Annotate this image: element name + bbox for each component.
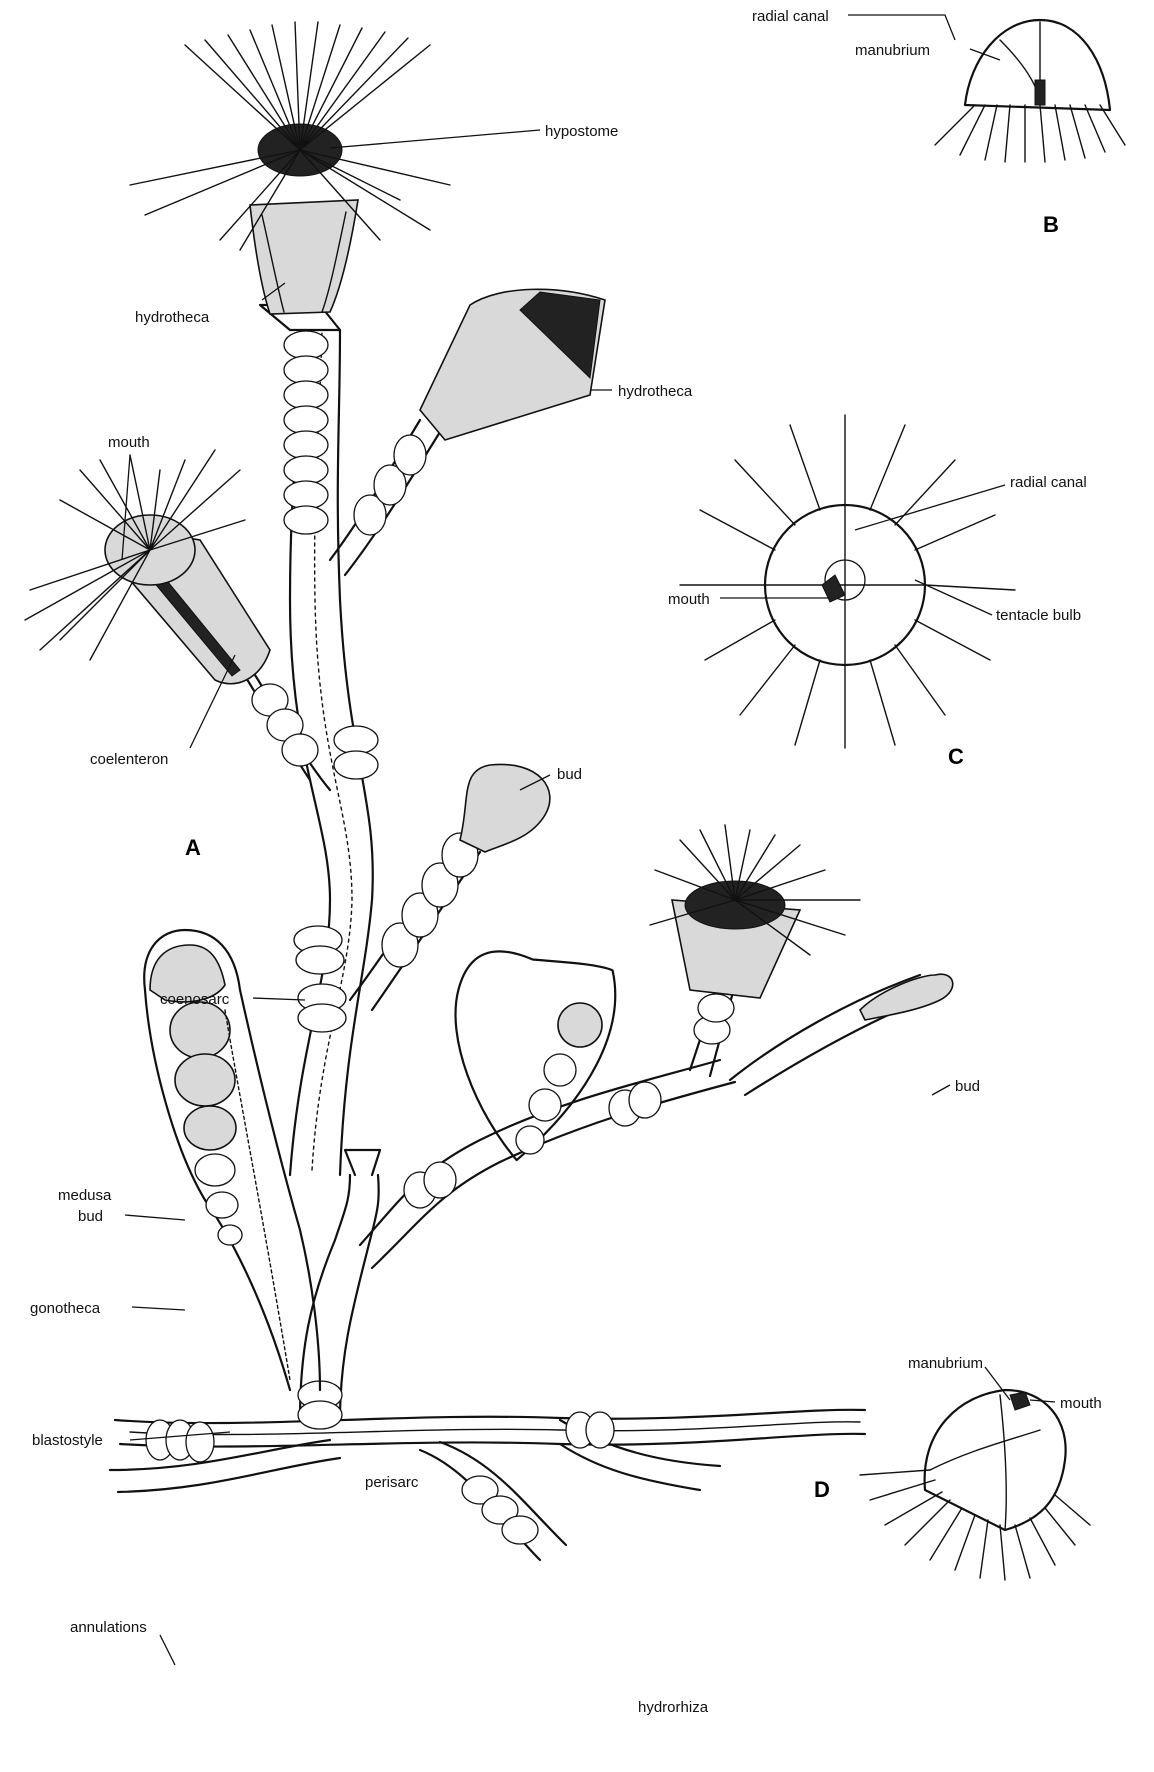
label-hypostome: hypostome (545, 123, 618, 140)
lower-right-hydranth (650, 825, 860, 1076)
label-bud-upper: bud (557, 766, 582, 783)
right-hydrotheca-branch (330, 289, 605, 575)
panel-letter-b: B (1043, 212, 1059, 237)
label-gonotheca: gonotheca (30, 1300, 101, 1317)
label-blastostyle: blastostyle (32, 1432, 103, 1449)
label-manubrium-d: manubrium (908, 1355, 983, 1372)
lower-trunk (298, 1060, 735, 1429)
label-coelenteron: coelenteron (90, 751, 168, 768)
medusa-d-tentacles (860, 1470, 1090, 1580)
label-bud-lower: bud (955, 1078, 980, 1095)
label-annulations: annulations (70, 1619, 147, 1636)
label-perisarc: perisarc (365, 1474, 419, 1491)
label-radial-canal-b: radial canal (752, 8, 829, 25)
label-mouth-c: mouth (668, 591, 710, 608)
label-manubrium-b: manubrium (855, 42, 930, 59)
label-coenosarc: coenosarc (160, 991, 230, 1008)
panel-letter-a: A (185, 835, 201, 860)
hydroid-colony-drawing (25, 22, 953, 1560)
label-hydrorhiza: hydrorhiza (638, 1699, 709, 1716)
medusa-side-view-b (935, 20, 1125, 162)
medusa-buds (170, 1002, 242, 1245)
label-hydrotheca-right: hydrotheca (618, 383, 693, 400)
label-mouth-a: mouth (108, 434, 150, 451)
label-medusa-bud-line1: medusa (58, 1187, 112, 1204)
label-medusa-bud-line2: bud (78, 1208, 103, 1225)
medusa-b-tentacles (935, 105, 1125, 162)
top-hydranth (130, 22, 450, 330)
left-hydranth-branch (25, 450, 330, 790)
medusa-tilted-view-d (860, 1390, 1090, 1580)
label-tentacle-bulb: tentacle bulb (996, 607, 1081, 624)
medusa-oral-view-c (680, 415, 1015, 748)
upper-bud-branch (350, 764, 550, 1010)
panel-letter-d: D (814, 1477, 830, 1502)
coenosarc-rings (284, 331, 378, 1032)
label-radial-canal-c: radial canal (1010, 474, 1087, 491)
label-mouth-d: mouth (1060, 1395, 1102, 1412)
panel-letter-c: C (948, 744, 964, 769)
middle-gonotheca (428, 912, 665, 1165)
label-hydrotheca-upper: hydrotheca (135, 309, 210, 326)
figure-labels: hypostome hydrotheca hydrotheca mouth co… (30, 8, 1102, 1716)
